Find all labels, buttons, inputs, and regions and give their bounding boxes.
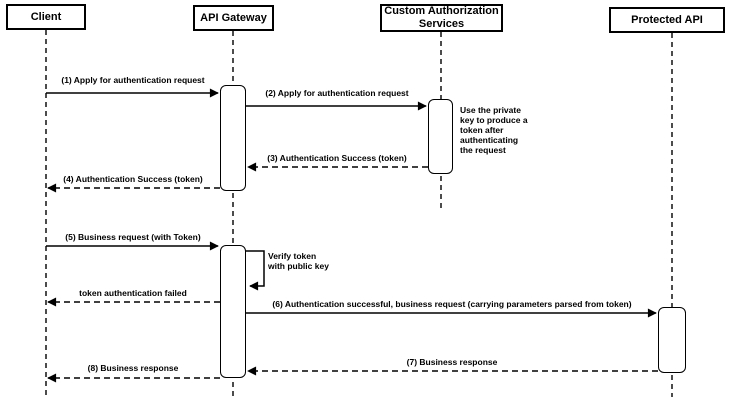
activation-api-gateway-auth <box>220 85 246 191</box>
actor-protected-api: Protected API <box>609 7 725 33</box>
actor-custom-auth-label: Custom Authorization Services <box>384 5 499 30</box>
self-message-label: Verify token with public key <box>268 251 329 271</box>
actor-custom-auth: Custom Authorization Services <box>380 4 503 32</box>
actor-api-gateway-label: API Gateway <box>200 11 267 24</box>
message-1-label: (1) Apply for authentication request <box>61 75 205 85</box>
activation-custom-auth <box>428 99 453 174</box>
message-6-label: (6) Authentication successful, business … <box>272 299 632 309</box>
activation-api-gateway-business <box>220 245 246 378</box>
actor-protected-api-label: Protected API <box>631 13 703 26</box>
message-4-label: (4) Authentication Success (token) <box>63 174 203 184</box>
actor-client-label: Client <box>30 10 62 23</box>
note-private-key: Use the private key to produce a token a… <box>460 105 528 155</box>
message-7-label: (7) Business response <box>406 357 498 367</box>
message-2-label: (2) Apply for authentication request <box>265 88 409 98</box>
message-3-label: (3) Authentication Success (token) <box>267 153 407 163</box>
actor-api-gateway: API Gateway <box>193 5 274 31</box>
self-message-arrow <box>246 250 265 291</box>
message-failed-label: token authentication failed <box>79 288 187 298</box>
message-8-label: (8) Business response <box>87 363 179 373</box>
actor-client: Client <box>6 4 86 30</box>
message-5-label: (5) Business request (with Token) <box>65 232 201 242</box>
activation-protected-api <box>658 307 686 373</box>
